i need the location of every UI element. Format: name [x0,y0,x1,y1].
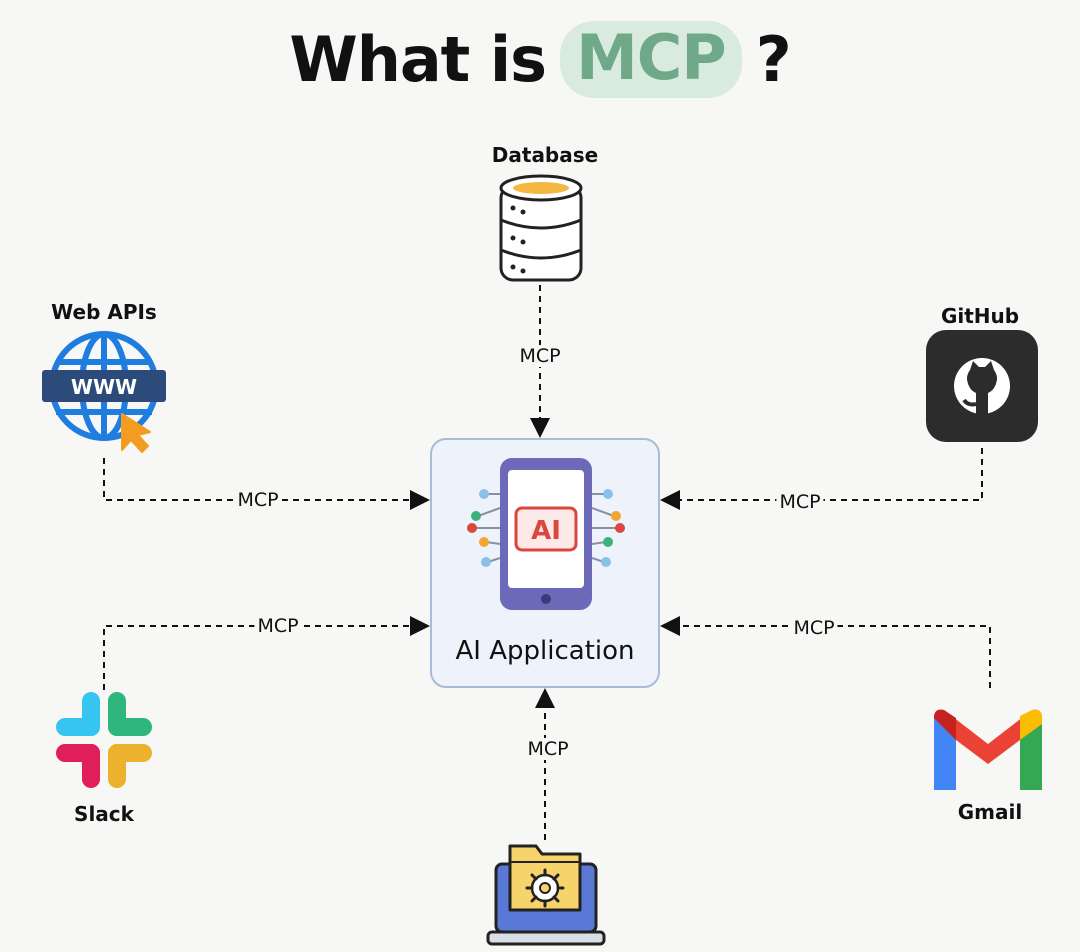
database-label: Database [491,143,599,167]
ai-application-label: AI Application [455,636,635,666]
title-suffix: ? [755,22,792,96]
gmail-icon [934,709,1042,790]
title-prefix: What is [289,22,547,96]
mcp-label-gmail: MCP [790,617,838,639]
mcp-label-files: MCP [524,738,572,760]
slack-icon [56,692,152,788]
slack-label: Slack [74,802,134,826]
github-label: GitHub [940,304,1020,328]
mcp-label-web-apis: MCP [234,489,282,511]
mcp-label-github: MCP [776,491,824,513]
title-highlight: MCP [560,20,742,98]
mcp-label-database: MCP [516,345,564,367]
page-title: What is MCP ? [0,14,1080,104]
connector-slack [103,616,430,690]
connector-github [660,448,983,510]
ai-application-box: AI AI Application [430,438,660,688]
connector-gmail [660,616,991,688]
github-icon [926,330,1038,442]
connector-web-apis [103,458,430,510]
ai-phone-icon: AI [467,458,625,610]
laptop-folder-icon [486,844,606,946]
gmail-label: Gmail [957,800,1023,824]
www-badge: WWW [71,375,137,399]
web-apis-label: Web APIs [51,300,157,324]
database-icon [499,174,583,282]
ai-badge: AI [531,516,561,546]
globe-www-icon: WWW [42,331,166,453]
mcp-label-slack: MCP [254,615,302,637]
